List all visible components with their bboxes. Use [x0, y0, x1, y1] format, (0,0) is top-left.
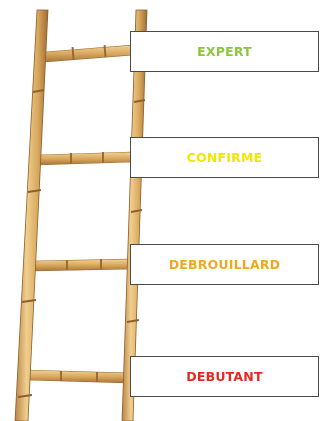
ladder-rung-top: [44, 45, 134, 62]
level-box-debutant: DEBUTANT: [130, 356, 319, 397]
level-box-expert: EXPERT: [130, 31, 319, 72]
ladder-rung-second: [38, 152, 132, 165]
level-label-debrouillard: DEBROUILLARD: [169, 257, 281, 272]
level-box-confirme: CONFIRME: [130, 137, 319, 178]
level-label-debutant: DEBUTANT: [186, 369, 262, 384]
ladder-left-rail: [15, 10, 48, 421]
level-box-debrouillard: DEBROUILLARD: [130, 244, 319, 285]
ladder-rung-third: [33, 259, 132, 271]
ladder-rung-bottom: [26, 370, 130, 383]
level-label-expert: EXPERT: [197, 44, 252, 59]
level-label-confirme: CONFIRME: [187, 150, 263, 165]
